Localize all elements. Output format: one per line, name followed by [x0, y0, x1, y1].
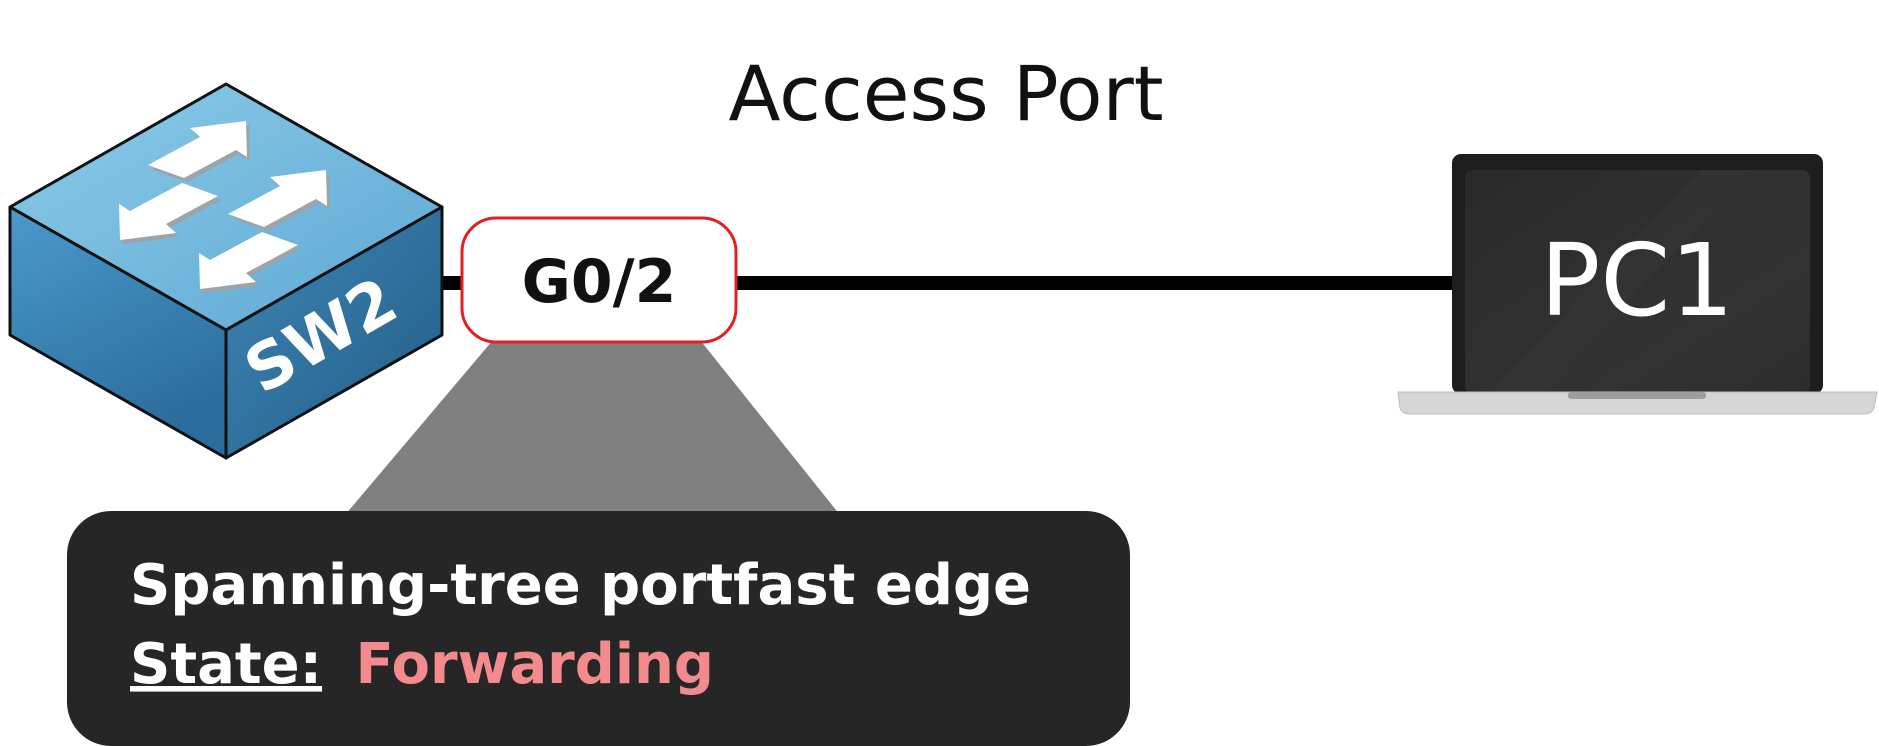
- switch-arrows-icon: [119, 121, 330, 293]
- port-label-box[interactable]: G0/2: [460, 216, 738, 344]
- port-label: G0/2: [522, 247, 677, 317]
- info-line-portfast: Spanning-tree portfast edge: [130, 553, 1031, 618]
- info-box: Spanning-tree portfast edge State: Forwa…: [67, 511, 1130, 746]
- callout-pointer: [345, 340, 840, 515]
- switch-icon[interactable]: SW2: [8, 82, 444, 460]
- state-value: Forwarding: [356, 632, 714, 697]
- pc-label: PC1: [1540, 222, 1734, 339]
- laptop-icon[interactable]: PC1: [1397, 154, 1878, 415]
- state-label: State:: [130, 632, 322, 697]
- diagram-title: Access Port: [729, 49, 1164, 138]
- info-line-state: State: Forwarding: [130, 632, 714, 697]
